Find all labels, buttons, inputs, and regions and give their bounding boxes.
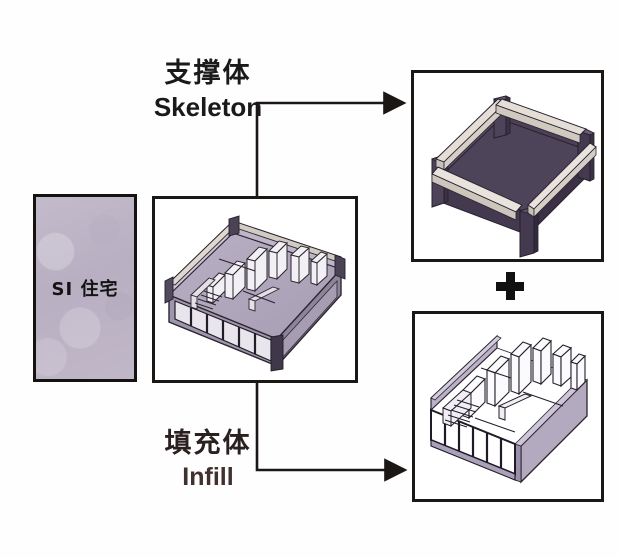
skeleton-label-english: Skeleton [153, 92, 263, 123]
infill-unit-illustration [430, 334, 588, 484]
infill-unit-panel [412, 311, 604, 502]
skeleton-unit-panel [411, 70, 604, 262]
skeleton-label-group: 支撑体 Skeleton [118, 58, 298, 123]
combined-unit-panel [152, 196, 358, 383]
combined-unit-illustration [164, 215, 346, 372]
plus-operator [496, 272, 524, 300]
infill-label-group: 填充体 Infill [118, 428, 298, 492]
si-housing-box: SI 住宅 [33, 194, 137, 382]
infill-label-chinese: 填充体 [164, 428, 252, 459]
plus-vertical-bar [506, 272, 515, 300]
infill-label-english: Infill [182, 463, 234, 492]
skeleton-unit-illustration [430, 95, 597, 258]
si-housing-label: SI 住宅 [51, 279, 119, 300]
skeleton-label-chinese: 支撑体 [164, 58, 252, 89]
